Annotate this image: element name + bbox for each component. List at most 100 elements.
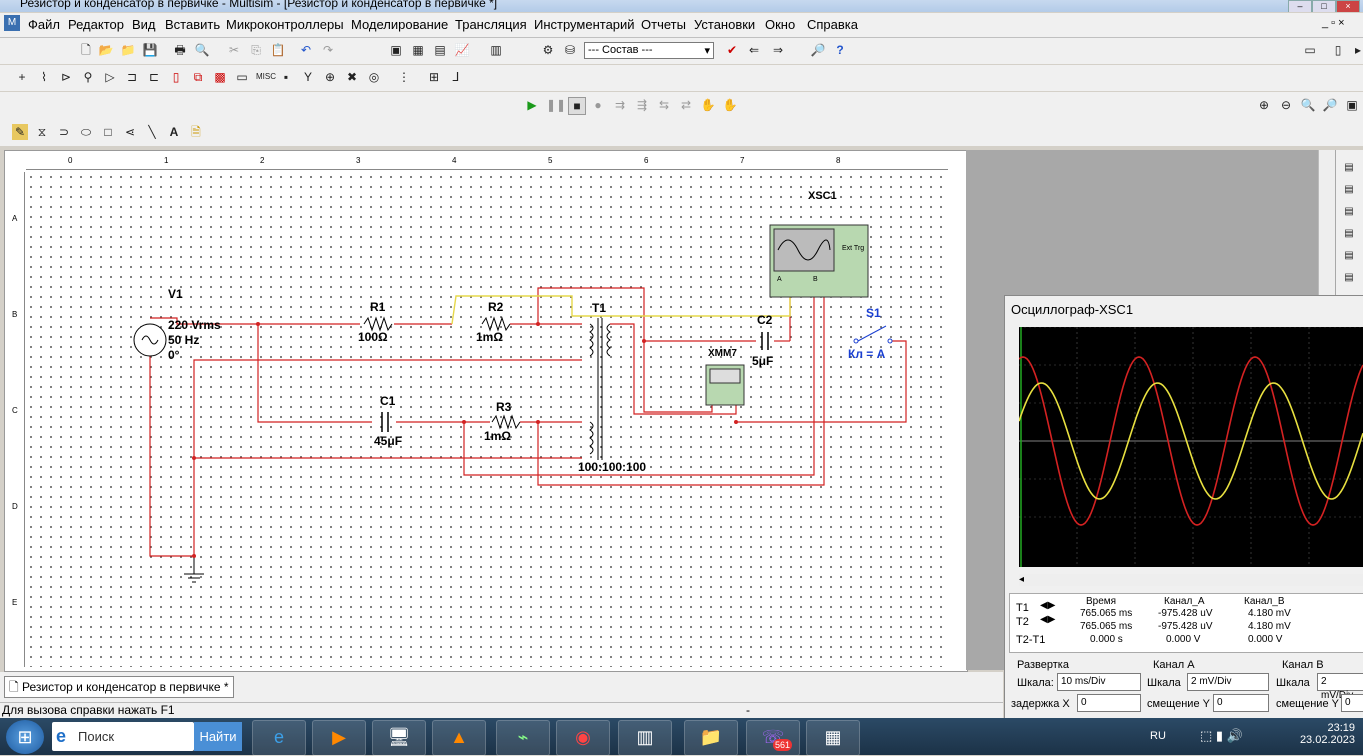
control-panel-icon[interactable]: 🖥 xyxy=(372,720,426,756)
chrome-icon[interactable]: ◉ xyxy=(556,720,610,756)
x-delay-field[interactable]: 0 xyxy=(1077,694,1141,712)
hdr-time: Время xyxy=(1086,596,1116,607)
r1-symbol xyxy=(364,318,392,330)
dt-chb: 0.000 V xyxy=(1248,634,1282,645)
timebase-scale-label: Шкала: xyxy=(1017,677,1054,689)
xsc-ext-trg: Ext Trg xyxy=(842,245,864,252)
start-button[interactable]: ⊞ xyxy=(6,720,44,754)
c1-value: 45μF xyxy=(374,434,402,448)
hdr-chb: Канал_B xyxy=(1244,596,1285,607)
viber-icon[interactable]: ☏561 xyxy=(746,720,800,756)
zoom-out-icon[interactable]: ⊖ xyxy=(1278,97,1294,113)
chb-scale-label: Шкала xyxy=(1276,677,1310,689)
document-tab-bar: 🗋 Резистор и конденсатор в первичке * xyxy=(0,672,1003,702)
taskbar-search[interactable]: e Поиск xyxy=(52,722,194,751)
timebase-scale-field[interactable]: 10 ms/Div xyxy=(1057,673,1141,691)
t1-chb: 4.180 mV xyxy=(1248,608,1291,619)
edge-search-icon: e xyxy=(56,726,66,747)
clock-date: 23.02.2023 xyxy=(1300,734,1355,746)
dt-time: 0.000 s xyxy=(1090,634,1123,645)
t1-time: 765.065 ms xyxy=(1080,608,1132,619)
explorer-icon[interactable]: 📁 xyxy=(684,720,738,756)
scope-hscroll[interactable]: ◂ xyxy=(1019,574,1363,586)
vertical-scrollbar[interactable] xyxy=(1318,150,1335,295)
wire-scope-b2 xyxy=(538,290,824,485)
dt-cha: 0.000 V xyxy=(1166,634,1200,645)
tab-document[interactable]: 🗋 Резистор и конденсатор в первичке * xyxy=(4,676,234,698)
s1-name[interactable]: S1 xyxy=(866,306,881,320)
cha-scale-field[interactable]: 2 mV/Div xyxy=(1187,673,1269,691)
status-dash: - xyxy=(746,703,750,717)
wire-c1 xyxy=(258,324,372,422)
calculator-icon[interactable]: ▦ xyxy=(806,720,860,756)
tray-icons[interactable]: ⬚ ▮ 🔊 xyxy=(1200,728,1243,744)
cha-title: Канал А xyxy=(1153,659,1195,671)
language-indicator[interactable]: RU xyxy=(1150,730,1166,742)
zoom-in-icon[interactable]: ⊕ xyxy=(1256,97,1272,113)
bode-plotter-icon[interactable]: ▤ xyxy=(1341,248,1357,264)
taskbar-clock[interactable]: 23:19 23.02.2023 xyxy=(1300,722,1355,746)
t2-label: T2 xyxy=(1016,616,1029,628)
wire-meter2 xyxy=(644,341,712,412)
zoom-full-icon[interactable]: ▣ xyxy=(1344,97,1360,113)
vlc-icon[interactable]: ▲ xyxy=(432,720,486,756)
timebase-title: Развертка xyxy=(1017,659,1069,671)
app-task-icon[interactable]: ▥ xyxy=(618,720,672,756)
multimeter-instrument-icon[interactable]: ▤ xyxy=(1341,160,1357,176)
status-text: Для вызова справки нажать F1 xyxy=(2,703,175,717)
status-bar: Для вызова справки нажать F1 - xyxy=(0,702,1003,719)
v1-freq: 50 Hz xyxy=(168,333,199,347)
mdi-controls[interactable]: _ ▫ × xyxy=(1322,17,1345,29)
x-delay-label: задержка X xyxy=(1011,698,1070,710)
oscilloscope-title: Осциллограф-XSC1 xyxy=(1011,302,1133,317)
xsc-name[interactable]: XSC1 xyxy=(808,190,837,202)
minimize-button[interactable]: – xyxy=(1288,0,1312,12)
cha-offset-field[interactable]: 0 xyxy=(1213,694,1269,712)
taskbar: ⊞ e Поиск Найти e ▶ 🖥 ▲ ⌁ ◉ ▥ 📁 ☏561 ▦ R… xyxy=(0,718,1363,755)
scope-readout: Время Канал_A Канал_B T1 ◀▶ 765.065 ms -… xyxy=(1009,593,1363,653)
maximize-button[interactable]: □ xyxy=(1312,0,1336,12)
chb-offset-field[interactable]: 0 xyxy=(1341,694,1363,712)
c2-name: C2 xyxy=(757,313,772,327)
wire-v1-ground xyxy=(150,356,194,556)
function-generator-icon[interactable]: ▤ xyxy=(1341,182,1357,198)
chb-offset-label: смещение Y xyxy=(1276,698,1339,710)
cha-scale-label: Шкала xyxy=(1147,677,1181,689)
hdr-cha: Канал_A xyxy=(1164,596,1205,607)
scope-traces xyxy=(1019,327,1363,567)
chb-scale-field[interactable]: 2 mV/Div xyxy=(1317,673,1363,691)
tab-document-label: Резистор и конденсатор в первичке * xyxy=(22,680,229,694)
oscilloscope-screen[interactable] xyxy=(1019,327,1363,567)
multisim-task-icon[interactable]: ⌁ xyxy=(496,720,550,756)
oscilloscope-instrument-icon[interactable]: ▤ xyxy=(1341,226,1357,242)
word-generator-icon[interactable]: ▤ xyxy=(1341,270,1357,286)
t1-label: T1 xyxy=(1016,602,1029,614)
cha-offset-label: смещение Y xyxy=(1147,698,1210,710)
media-player-icon[interactable]: ▶ xyxy=(312,720,366,756)
t2-chb: 4.180 mV xyxy=(1248,621,1291,632)
ie-icon[interactable]: e xyxy=(252,720,306,756)
zoom-area-icon[interactable]: 🔍 xyxy=(1300,97,1316,113)
toolbar-overflow-icon[interactable]: ▸ xyxy=(1350,42,1363,58)
search-placeholder: Поиск xyxy=(78,729,114,744)
dt-label: T2-T1 xyxy=(1016,634,1045,646)
c2-value: 5μF xyxy=(752,354,773,368)
document-icon: 🗋 xyxy=(9,680,22,694)
t1-ratio: 100:100:100 xyxy=(578,460,646,474)
t1-arrows-icon[interactable]: ◀▶ xyxy=(1040,600,1055,611)
v1-name: V1 xyxy=(168,287,183,301)
instrument-panel-icon[interactable]: ▭ xyxy=(1296,42,1324,58)
zoom-fit-icon[interactable]: 🔎 xyxy=(1322,97,1338,113)
r1-name: R1 xyxy=(370,300,385,314)
xmm-name[interactable]: XMM7 xyxy=(708,348,737,359)
t2-cha: -975.428 uV xyxy=(1158,621,1213,632)
c1-name: C1 xyxy=(380,394,395,408)
wattmeter-icon[interactable]: ▤ xyxy=(1341,204,1357,220)
virtual-bench-icon[interactable]: ▯ xyxy=(1330,42,1346,58)
v1-phase: 0° xyxy=(168,348,179,362)
search-button[interactable]: Найти xyxy=(194,722,242,751)
r2-value: 1mΩ xyxy=(476,330,503,344)
t2-arrows-icon[interactable]: ◀▶ xyxy=(1040,614,1055,625)
close-button[interactable]: × xyxy=(1336,0,1360,12)
oscilloscope-window: Осциллограф-XSC1 ◂ Время Канал_A Канал_B… xyxy=(1004,295,1363,722)
